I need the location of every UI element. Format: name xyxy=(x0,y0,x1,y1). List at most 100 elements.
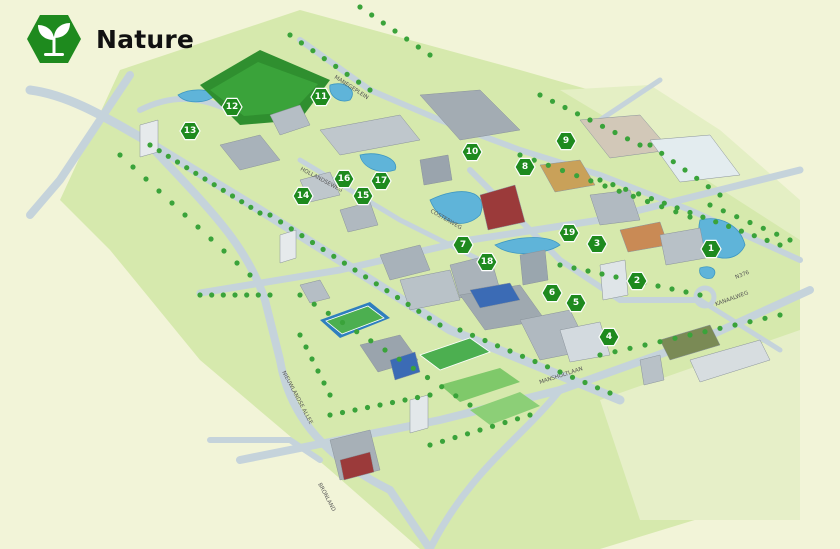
tree xyxy=(717,325,723,331)
tree xyxy=(344,71,350,77)
tree xyxy=(636,191,642,197)
tree xyxy=(239,199,245,205)
marker-label: 6 xyxy=(549,288,555,298)
tree xyxy=(404,36,410,42)
tree xyxy=(369,12,375,18)
tree xyxy=(209,292,215,298)
tree xyxy=(648,196,655,202)
tree xyxy=(726,223,732,229)
tree xyxy=(687,214,693,220)
tree xyxy=(320,246,326,252)
location-marker-4[interactable]: 4 xyxy=(598,327,620,347)
tree xyxy=(477,427,483,433)
tree xyxy=(439,384,445,390)
tree xyxy=(221,248,227,254)
location-marker-18[interactable]: 18 xyxy=(476,252,498,272)
tree xyxy=(705,184,711,190)
location-marker-17[interactable]: 17 xyxy=(370,171,392,191)
tree xyxy=(787,237,793,243)
tree xyxy=(700,214,706,220)
marker-label: 1 xyxy=(708,244,714,254)
tree xyxy=(527,412,533,418)
tree xyxy=(354,329,360,335)
tree xyxy=(364,404,371,411)
tree xyxy=(174,159,181,165)
tree xyxy=(613,274,619,280)
tree xyxy=(687,332,693,338)
tree xyxy=(612,129,618,136)
location-marker-1[interactable]: 1 xyxy=(700,239,722,259)
location-marker-3[interactable]: 3 xyxy=(586,234,608,254)
location-marker-19[interactable]: 19 xyxy=(558,223,580,243)
roundabout xyxy=(693,285,717,309)
tree xyxy=(325,310,331,316)
tree xyxy=(597,177,603,183)
tree xyxy=(169,200,175,206)
location-marker-14[interactable]: 14 xyxy=(292,186,314,206)
tree xyxy=(627,345,633,351)
tree xyxy=(464,431,471,437)
tree xyxy=(453,393,459,399)
tree xyxy=(630,193,636,199)
location-marker-6[interactable]: 6 xyxy=(541,283,563,303)
tree xyxy=(717,192,723,198)
tree xyxy=(339,319,346,326)
tree xyxy=(489,423,496,429)
tree xyxy=(405,301,411,307)
tree xyxy=(363,274,369,280)
tree xyxy=(574,173,580,179)
tree xyxy=(298,40,304,46)
marker-label: 14 xyxy=(297,191,310,201)
marker-label: 7 xyxy=(460,240,466,250)
tree xyxy=(502,419,508,426)
tree xyxy=(659,150,665,156)
marker-label: 16 xyxy=(338,174,351,184)
tree xyxy=(234,260,240,266)
tree xyxy=(220,292,226,298)
tree xyxy=(427,442,433,448)
tree xyxy=(673,209,679,215)
location-marker-16[interactable]: 16 xyxy=(333,169,355,189)
tree xyxy=(394,294,401,301)
tree xyxy=(309,356,315,362)
tree xyxy=(777,242,783,248)
tree xyxy=(559,167,566,174)
tree xyxy=(415,44,421,50)
location-marker-8[interactable]: 8 xyxy=(514,157,536,177)
tree xyxy=(321,56,327,62)
tree xyxy=(321,380,327,386)
tree xyxy=(197,292,203,298)
location-marker-7[interactable]: 7 xyxy=(452,235,474,255)
marker-label: 4 xyxy=(606,332,612,342)
tree xyxy=(373,281,379,287)
location-marker-2[interactable]: 2 xyxy=(626,271,648,291)
tree xyxy=(380,20,386,26)
tree xyxy=(315,368,321,374)
location-marker-10[interactable]: 10 xyxy=(461,142,483,162)
tree xyxy=(647,142,653,148)
marker-label: 3 xyxy=(594,239,600,249)
location-marker-9[interactable]: 9 xyxy=(555,131,577,151)
tree xyxy=(211,182,217,188)
marker-label: 10 xyxy=(466,147,479,157)
location-marker-12[interactable]: 12 xyxy=(221,97,243,117)
tree xyxy=(588,178,594,184)
location-marker-15[interactable]: 15 xyxy=(352,186,374,206)
tree xyxy=(339,409,346,416)
tree xyxy=(713,219,719,225)
tree xyxy=(734,214,740,220)
location-marker-5[interactable]: 5 xyxy=(565,293,587,313)
tree xyxy=(738,228,745,234)
tree xyxy=(623,186,629,192)
tree xyxy=(427,52,433,58)
sports-fields xyxy=(320,302,540,425)
location-marker-11[interactable]: 11 xyxy=(310,87,332,107)
marker-label: 5 xyxy=(573,298,579,308)
location-marker-13[interactable]: 13 xyxy=(179,121,201,141)
tree xyxy=(377,402,383,408)
tree xyxy=(644,198,651,205)
marker-label: 9 xyxy=(563,136,569,146)
tree xyxy=(569,374,576,380)
tree xyxy=(247,272,253,278)
